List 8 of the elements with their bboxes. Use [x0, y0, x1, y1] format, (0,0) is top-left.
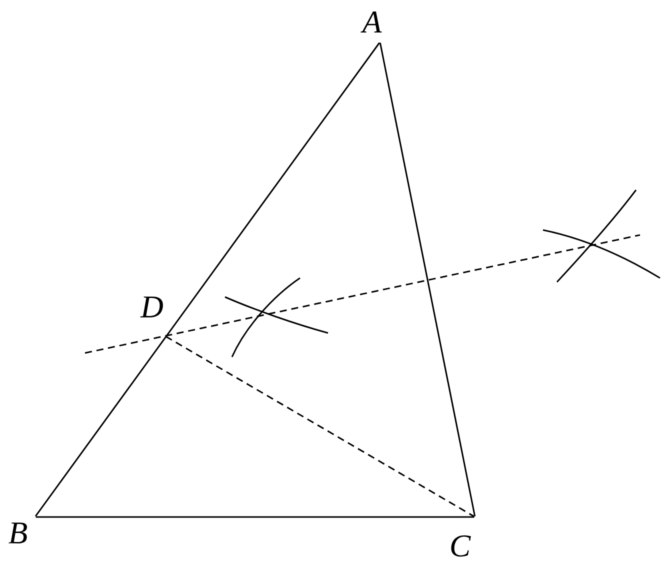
line-segment — [165, 336, 475, 518]
point-label: A — [360, 12, 382, 32]
point-label: C — [451, 535, 471, 557]
point-label: D — [140, 296, 163, 318]
line-segment — [379, 42, 476, 516]
line-segment — [36, 516, 474, 518]
line-segment — [34, 42, 380, 517]
point-label: B — [8, 522, 27, 544]
